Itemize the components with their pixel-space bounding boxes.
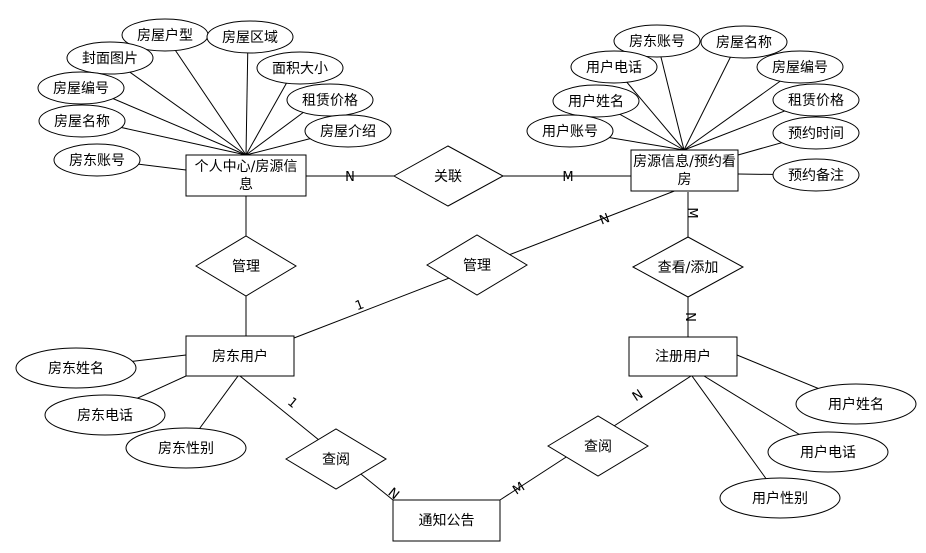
svg-text:查看/添加: 查看/添加 bbox=[658, 260, 719, 276]
attr-house-number: 房屋编号 bbox=[756, 50, 844, 84]
landlord-attributes: 房东姓名 房东电话 房东性别 bbox=[15, 347, 247, 469]
attr-house-layout: 房屋户型 bbox=[121, 18, 209, 52]
svg-text:房屋名称: 房屋名称 bbox=[716, 35, 772, 51]
entity-viewing: 房源信息/预约看房 bbox=[630, 149, 739, 192]
profile-attributes: 房屋户型 房屋区域 封面图片 面积大小 房屋编号 租赁价格 房屋名称 房屋介绍 … bbox=[37, 18, 392, 177]
attr-landlord-phone: 房东电话 bbox=[44, 394, 166, 436]
relationship-view-add: 查看/添加 bbox=[631, 236, 745, 298]
svg-text:管理: 管理 bbox=[232, 259, 260, 275]
attr-user-gender: 用户性别 bbox=[719, 477, 841, 519]
attr-appointment-note: 预约备注 bbox=[772, 158, 860, 192]
attr-landlord-account: 房东账号 bbox=[53, 143, 141, 177]
entities: 个人中心/房源信息 房源信息/预约看房 房东用户 注册用户 通知公告 bbox=[185, 149, 739, 542]
entity-profile: 个人中心/房源信息 bbox=[185, 154, 307, 197]
svg-text:关联: 关联 bbox=[434, 169, 462, 185]
svg-text:房东账号: 房东账号 bbox=[629, 34, 685, 50]
svg-text:房东性别: 房东性别 bbox=[158, 441, 214, 457]
svg-text:面积大小: 面积大小 bbox=[272, 61, 328, 77]
cardinality-link-n: N bbox=[345, 170, 355, 185]
svg-text:注册用户: 注册用户 bbox=[655, 348, 711, 365]
svg-text:预约备注: 预约备注 bbox=[788, 167, 844, 184]
attr-appointment-time: 预约时间 bbox=[772, 116, 860, 150]
cardinality-view-m: M bbox=[684, 207, 699, 218]
entity-landlord: 房东用户 bbox=[185, 335, 295, 377]
svg-text:租赁价格: 租赁价格 bbox=[788, 93, 844, 109]
svg-text:用户账号: 用户账号 bbox=[542, 123, 598, 140]
svg-text:房屋编号: 房屋编号 bbox=[772, 60, 828, 76]
attr-user-phone: 用户电话 bbox=[570, 50, 658, 84]
svg-text:查阅: 查阅 bbox=[584, 439, 612, 455]
svg-text:房屋编号: 房屋编号 bbox=[53, 81, 109, 97]
svg-text:租赁价格: 租赁价格 bbox=[302, 93, 358, 109]
cardinality-link-m: M bbox=[562, 170, 573, 185]
attr-house-name: 房屋名称 bbox=[700, 25, 788, 59]
relationship-link: 关联 bbox=[392, 145, 505, 207]
viewing-attributes: 房东账号 房屋名称 用户电话 房屋编号 用户姓名 租赁价格 用户账号 预约时间 … bbox=[526, 24, 860, 192]
svg-text:房屋户型: 房屋户型 bbox=[137, 27, 193, 44]
cardinality-manage-1: 1 bbox=[353, 297, 366, 314]
attr-landlord-account: 房东账号 bbox=[613, 24, 701, 58]
relationships: 关联 管理 管理 查看/添加 查阅 查阅 bbox=[195, 145, 745, 490]
entity-user: 注册用户 bbox=[628, 336, 738, 377]
attr-user-phone: 用户电话 bbox=[767, 431, 889, 473]
cardinality-read-right-n: N bbox=[630, 387, 646, 405]
cardinality-read-left-1: 1 bbox=[284, 395, 300, 412]
svg-text:查阅: 查阅 bbox=[322, 452, 350, 468]
svg-text:通知公告: 通知公告 bbox=[419, 512, 475, 529]
svg-text:房屋名称: 房屋名称 bbox=[54, 114, 110, 130]
svg-text:房东电话: 房东电话 bbox=[77, 408, 133, 424]
cardinality-view-n: N bbox=[682, 312, 697, 322]
attr-landlord-gender: 房东性别 bbox=[125, 427, 247, 469]
attr-rent-price: 租赁价格 bbox=[286, 83, 374, 117]
relationship-read-right: 查阅 bbox=[547, 415, 649, 477]
svg-text:房东账号: 房东账号 bbox=[69, 153, 125, 169]
attr-house-number: 房屋编号 bbox=[37, 71, 125, 105]
svg-text:房屋介绍: 房屋介绍 bbox=[320, 124, 376, 140]
user-attributes: 用户姓名 用户电话 用户性别 bbox=[719, 383, 917, 519]
attr-rent-price: 租赁价格 bbox=[772, 83, 860, 117]
attr-cover-image: 封面图片 bbox=[66, 41, 154, 75]
svg-text:用户性别: 用户性别 bbox=[752, 490, 808, 507]
attr-user-name: 用户姓名 bbox=[795, 383, 917, 425]
svg-text:管理: 管理 bbox=[463, 258, 491, 274]
relationship-manage-left: 管理 bbox=[195, 235, 297, 297]
svg-text:房东姓名: 房东姓名 bbox=[48, 361, 104, 377]
entity-notice: 通知公告 bbox=[392, 499, 501, 542]
attr-house-area: 房屋区域 bbox=[206, 20, 294, 54]
svg-text:房东用户: 房东用户 bbox=[212, 348, 268, 365]
attr-house-name: 房屋名称 bbox=[38, 104, 126, 138]
svg-text:封面图片: 封面图片 bbox=[82, 51, 138, 67]
svg-text:用户电话: 用户电话 bbox=[586, 59, 642, 76]
svg-text:用户姓名: 用户姓名 bbox=[828, 396, 884, 413]
attr-landlord-name: 房东姓名 bbox=[15, 347, 137, 389]
cardinality-read-right-m: M bbox=[510, 480, 528, 499]
attr-house-intro: 房屋介绍 bbox=[304, 114, 392, 148]
relationship-read-left: 查阅 bbox=[285, 428, 387, 490]
relationship-manage-mid: 管理 bbox=[426, 234, 528, 296]
attr-user-name: 用户姓名 bbox=[552, 84, 640, 118]
svg-text:个人中心/房源信息: 个人中心/房源信息 bbox=[195, 159, 298, 193]
cardinality-manage-n: N bbox=[598, 211, 612, 228]
svg-text:用户电话: 用户电话 bbox=[800, 444, 856, 461]
svg-text:预约时间: 预约时间 bbox=[788, 126, 844, 142]
svg-text:用户姓名: 用户姓名 bbox=[568, 93, 624, 110]
svg-text:房源信息/预约看房: 房源信息/预约看房 bbox=[633, 153, 736, 188]
attr-user-account: 用户账号 bbox=[526, 114, 614, 148]
attr-floor-area: 面积大小 bbox=[256, 51, 344, 85]
svg-text:房屋区域: 房屋区域 bbox=[222, 30, 278, 46]
